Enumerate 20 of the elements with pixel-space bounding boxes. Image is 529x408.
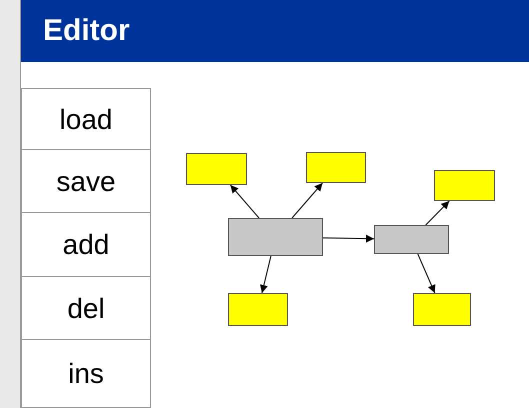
arrow <box>292 182 323 218</box>
arrow <box>425 200 450 226</box>
node-box <box>413 293 471 326</box>
menu-button: add <box>21 213 151 277</box>
node-box <box>228 218 323 256</box>
node-box <box>186 153 247 185</box>
menu-button: load <box>21 88 151 150</box>
node-box <box>434 170 495 201</box>
arrow <box>230 184 260 218</box>
menu-button: save <box>21 150 151 213</box>
editor-window <box>20 0 529 408</box>
node-box <box>374 225 449 254</box>
title-bar: Editor <box>21 0 529 62</box>
node-box <box>306 152 366 183</box>
arrow <box>322 234 374 243</box>
arrow <box>260 256 272 294</box>
menu-button: del <box>21 277 151 340</box>
menu-button: ins <box>21 340 151 408</box>
arrow <box>417 254 436 294</box>
node-box <box>228 293 288 326</box>
